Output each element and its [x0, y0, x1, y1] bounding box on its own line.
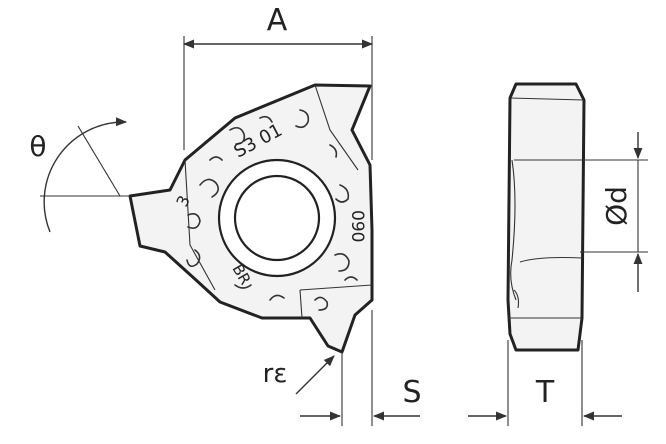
- theta-reference-line: [77, 125, 121, 197]
- dimension-a-label: A: [267, 3, 288, 38]
- side-view-edge: [519, 256, 583, 263]
- side-view-edge: [509, 97, 585, 101]
- chipbreaker-texture: [186, 109, 358, 311]
- side-view-edge: [513, 289, 520, 309]
- insert-inner-edge: [184, 159, 216, 291]
- insert-marking-right: 090: [347, 210, 367, 242]
- dimension-s-label: S: [402, 375, 421, 410]
- insert-inner-edge: [299, 284, 373, 291]
- insert-front-view: S3 01 090 3 BR: [128, 83, 374, 354]
- dimension-t-label: T: [535, 375, 555, 410]
- hole-diameter-label: Ød: [600, 186, 633, 226]
- dimension-t: T: [468, 340, 622, 426]
- dimension-theta: θ: [29, 117, 130, 233]
- theta-label: θ: [29, 130, 46, 163]
- side-view-edge: [510, 159, 517, 301]
- dimension-a: A: [182, 3, 374, 160]
- insert-inner-edge: [314, 84, 359, 171]
- corner-radius-leader: [295, 355, 335, 395]
- insert-inner-edge: [299, 289, 303, 319]
- insert-hole-inner: [233, 174, 321, 262]
- dimension-s: S: [300, 310, 422, 426]
- corner-radius-label: rε: [263, 359, 288, 389]
- theta-arc: [43, 117, 128, 233]
- dimension-corner-radius: rε: [263, 355, 335, 395]
- side-view-outline: [506, 82, 586, 352]
- insert-side-view: [506, 82, 586, 352]
- dimension-hole-diameter: Ød: [580, 132, 648, 292]
